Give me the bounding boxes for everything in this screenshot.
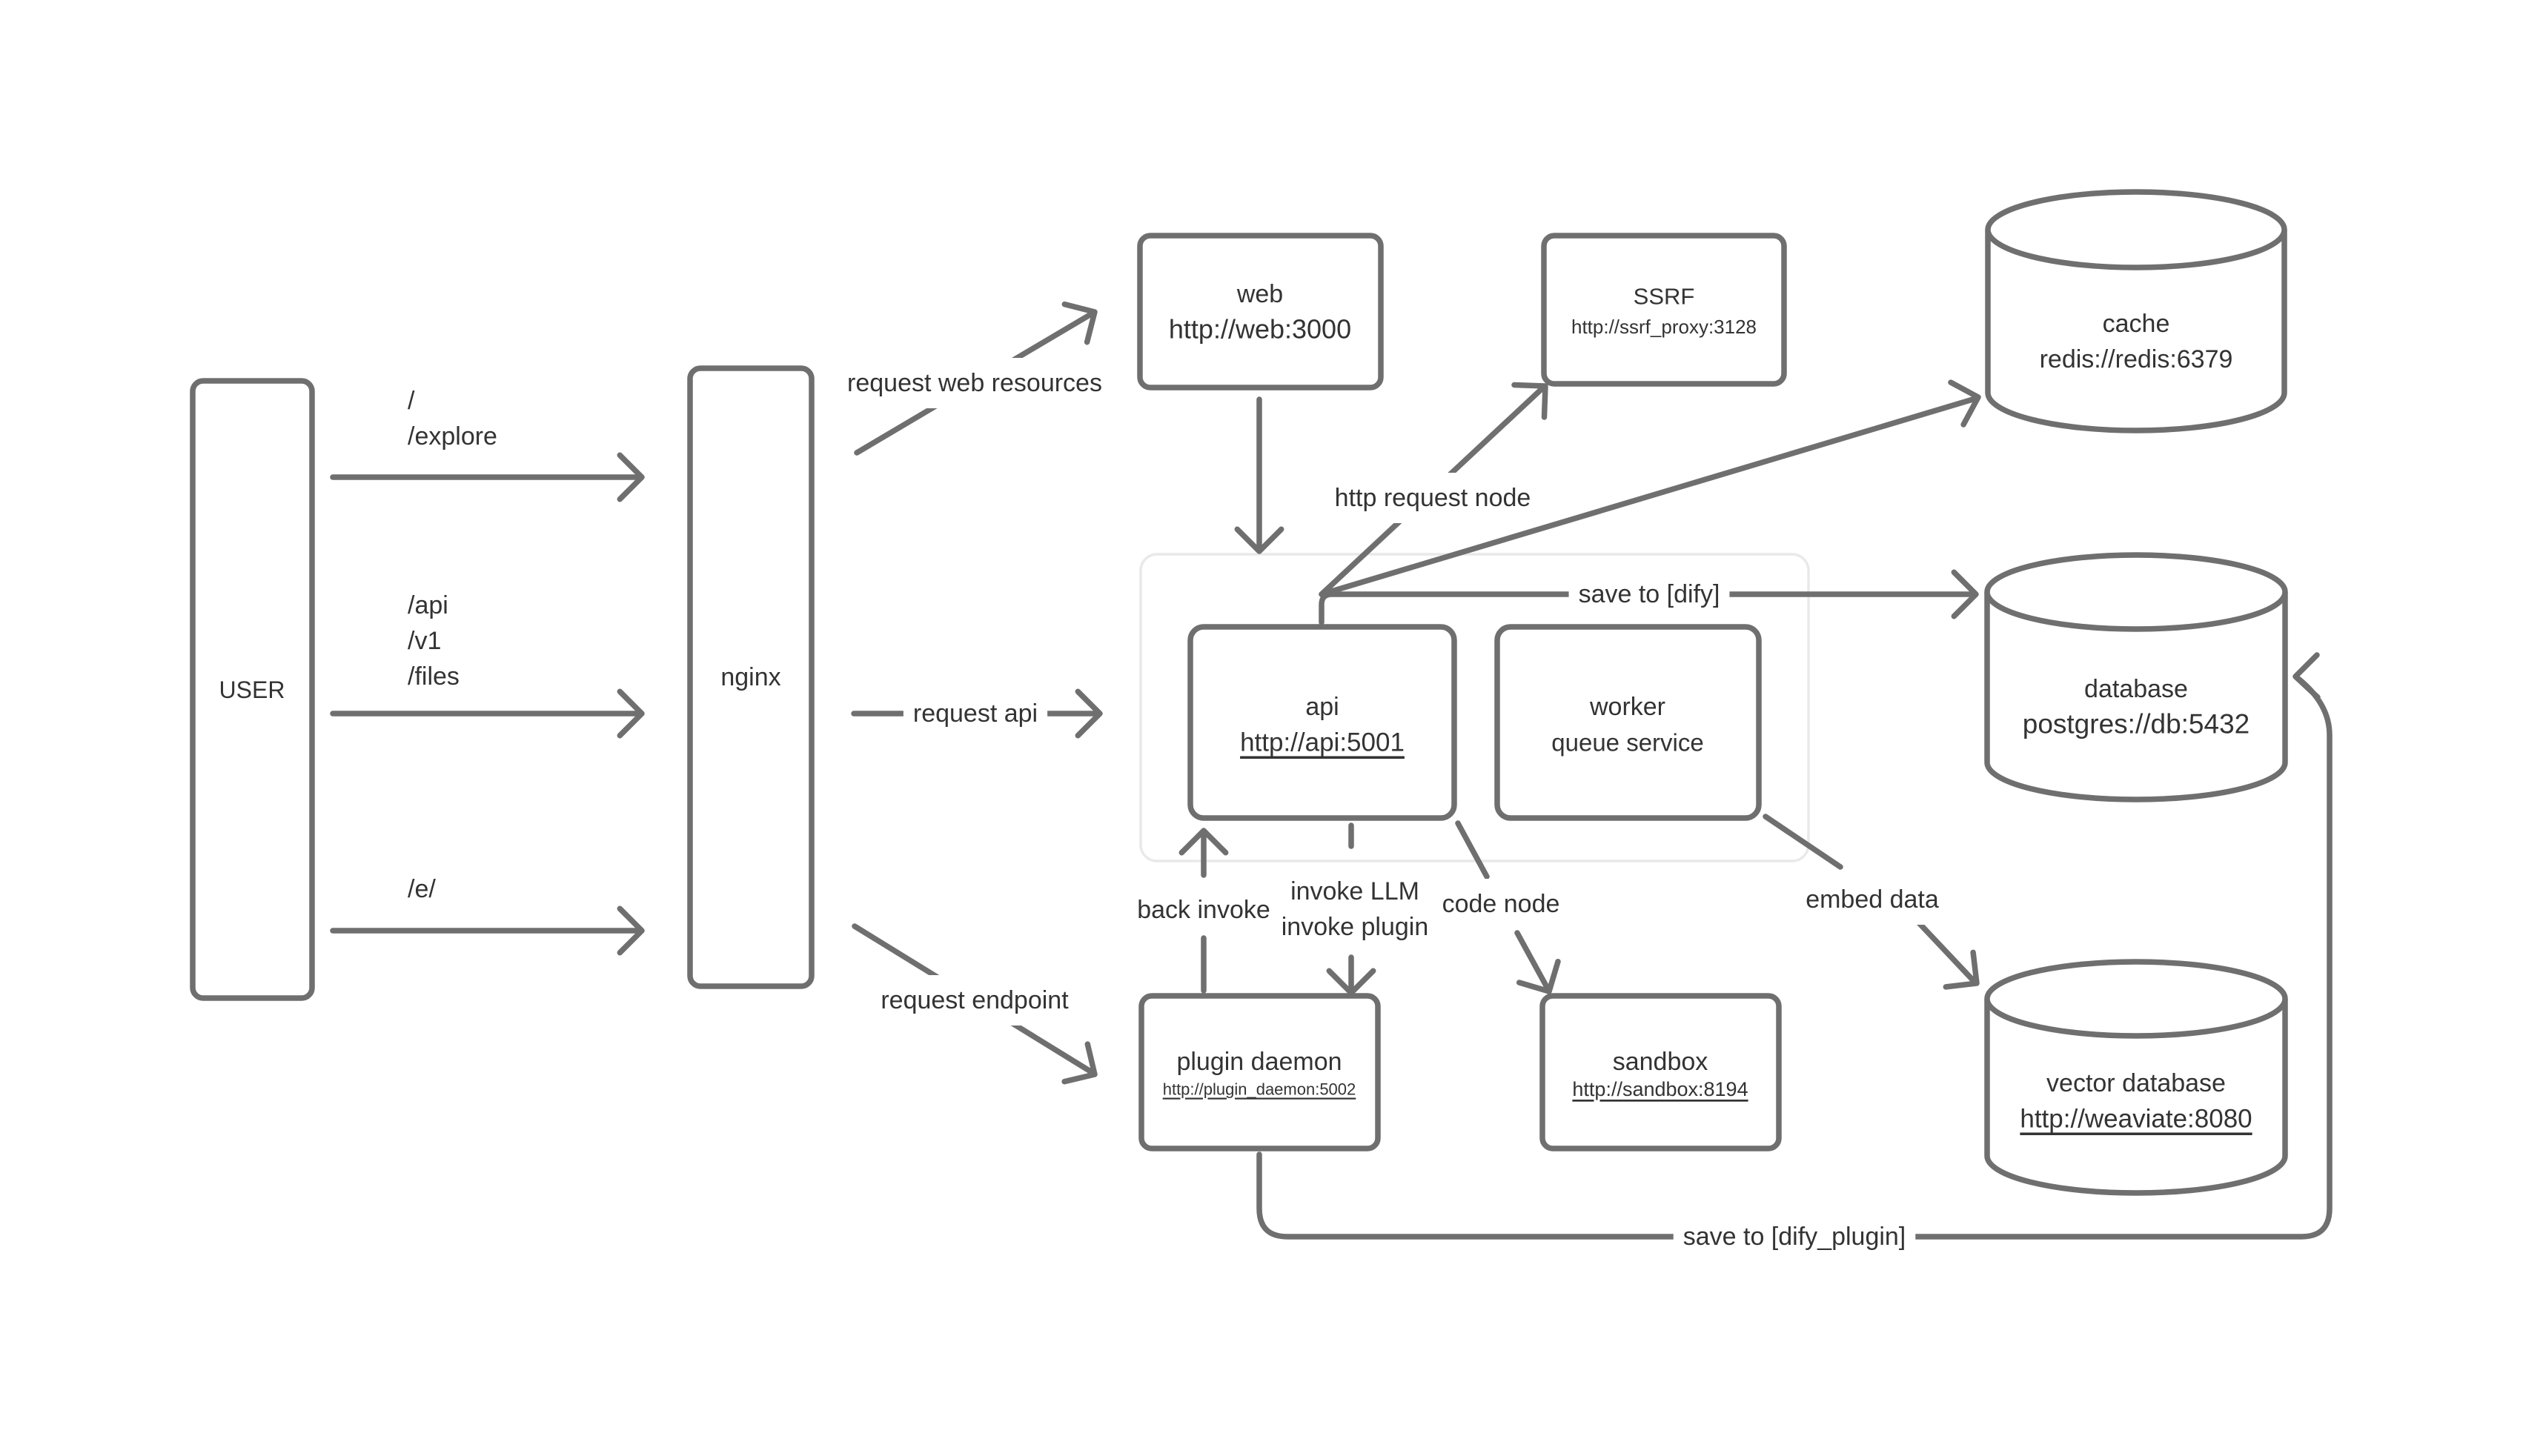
edge-api-database-save [1319, 591, 1976, 625]
label-path-v1: /v1 [408, 627, 441, 655]
nginx-node: nginx [687, 365, 815, 989]
label-request-endpoint: request endpoint [881, 986, 1069, 1014]
arrowhead-api-database-icon [1951, 569, 1979, 619]
edge-worker-vector-database-embed [1763, 814, 1977, 984]
arrowhead-user-nginx-web-icon [617, 452, 645, 502]
api-node-label: api [1305, 693, 1339, 721]
label-request-web-resources: request web resources [847, 369, 1102, 397]
edges [330, 311, 2333, 1240]
vector-database-node-url: http://weaviate:8080 [2020, 1105, 2252, 1134]
label-invoke-llm: invoke LLM [1290, 877, 1419, 905]
vector-database-node-label: vector database [2046, 1069, 2226, 1097]
arrowhead-web-api-group-icon [1234, 526, 1284, 554]
database-cylinder: database postgres://db:5432 [1984, 552, 2288, 802]
sandbox-node-url: http://sandbox:8194 [1572, 1078, 1748, 1100]
ssrf-node-label: SSRF [1634, 284, 1695, 310]
cache-node-url: redis://redis:6379 [2040, 345, 2233, 373]
edge-api-cache [1319, 396, 1978, 597]
label-request-api: request api [913, 699, 1038, 728]
arrowhead-user-nginx-endpoint-icon [617, 905, 645, 956]
core-services-group [1139, 553, 1810, 862]
arrowhead-user-nginx-api-icon [617, 688, 645, 739]
plugin-daemon-node-url: http://plugin_daemon:5002 [1163, 1080, 1356, 1099]
nginx-node-label: nginx [720, 663, 780, 691]
worker-node: worker queue service [1494, 624, 1762, 821]
arrowhead-back-invoke-icon [1178, 828, 1229, 856]
arrowhead-nginx-plugin-daemon-icon [1061, 1041, 1098, 1085]
user-node: USER [190, 378, 315, 1001]
arrowhead-nginx-api-icon [1075, 688, 1103, 739]
web-node-url: http://web:3000 [1169, 314, 1351, 345]
vector-database-cylinder: vector database http://weaviate:8080 [1984, 959, 2288, 1196]
edge-labels: request web resources request api reques… [838, 358, 1949, 1262]
label-embed-data: embed data [1806, 885, 1939, 914]
label-path-api: /api [408, 591, 448, 619]
arrowhead-api-cache-icon [1948, 379, 1981, 428]
label-path-explore: /explore [408, 422, 497, 451]
database-node-label: database [2084, 675, 2188, 703]
nodes: USER nginx web http://web:3000 SSRF http… [190, 189, 2288, 1196]
edge-api-sandbox-code-node [1455, 820, 1551, 991]
ssrf-node: SSRF http://ssrf_proxy:3128 [1541, 233, 1787, 387]
path-labels: / /explore /api /v1 /files /e/ [408, 387, 497, 903]
arrowhead-invoke-plugin-icon [1326, 968, 1376, 996]
label-save-to-dify-plugin: save to [dify_plugin] [1683, 1223, 1906, 1251]
plugin-daemon-node-label: plugin daemon [1176, 1048, 1342, 1076]
label-invoke-plugin: invoke plugin [1282, 913, 1428, 941]
api-node: api http://api:5001 [1187, 624, 1457, 821]
worker-node-label: worker [1589, 693, 1665, 721]
arrowhead-plugin-database-save-icon [2292, 652, 2321, 700]
label-path-files: /files [408, 662, 460, 691]
ssrf-node-url: http://ssrf_proxy:3128 [1571, 316, 1757, 338]
web-node-label: web [1236, 280, 1283, 308]
user-node-label: USER [219, 677, 285, 703]
label-back-invoke: back invoke [1137, 896, 1270, 924]
label-code-node: code node [1442, 890, 1560, 918]
arrowheads [617, 301, 2321, 1085]
cache-cylinder: cache redis://redis:6379 [1985, 189, 2287, 433]
label-save-to-dify: save to [dify] [1579, 580, 1720, 608]
label-path-e: /e/ [408, 875, 436, 903]
arrowhead-api-ssrf-icon [1511, 382, 1548, 420]
edge-plugin-daemon-database-save [1256, 676, 2333, 1240]
arrowhead-embed-data-icon [1943, 949, 1980, 990]
api-node-url: http://api:5001 [1240, 728, 1405, 757]
sandbox-node-label: sandbox [1613, 1048, 1708, 1076]
label-http-request-node: http request node [1335, 484, 1531, 512]
plugin-daemon-node: plugin daemon http://plugin_daemon:5002 [1138, 993, 1381, 1151]
label-path-root: / [408, 387, 415, 415]
sandbox-node: sandbox http://sandbox:8194 [1539, 993, 1782, 1151]
arrowhead-nginx-web-icon [1061, 301, 1098, 345]
arrowhead-code-node-icon [1516, 958, 1561, 994]
cache-node-label: cache [2103, 310, 2170, 338]
worker-node-sublabel: queue service [1551, 729, 1703, 757]
web-node: web http://web:3000 [1137, 233, 1384, 390]
database-node-url: postgres://db:5432 [2023, 709, 2250, 739]
